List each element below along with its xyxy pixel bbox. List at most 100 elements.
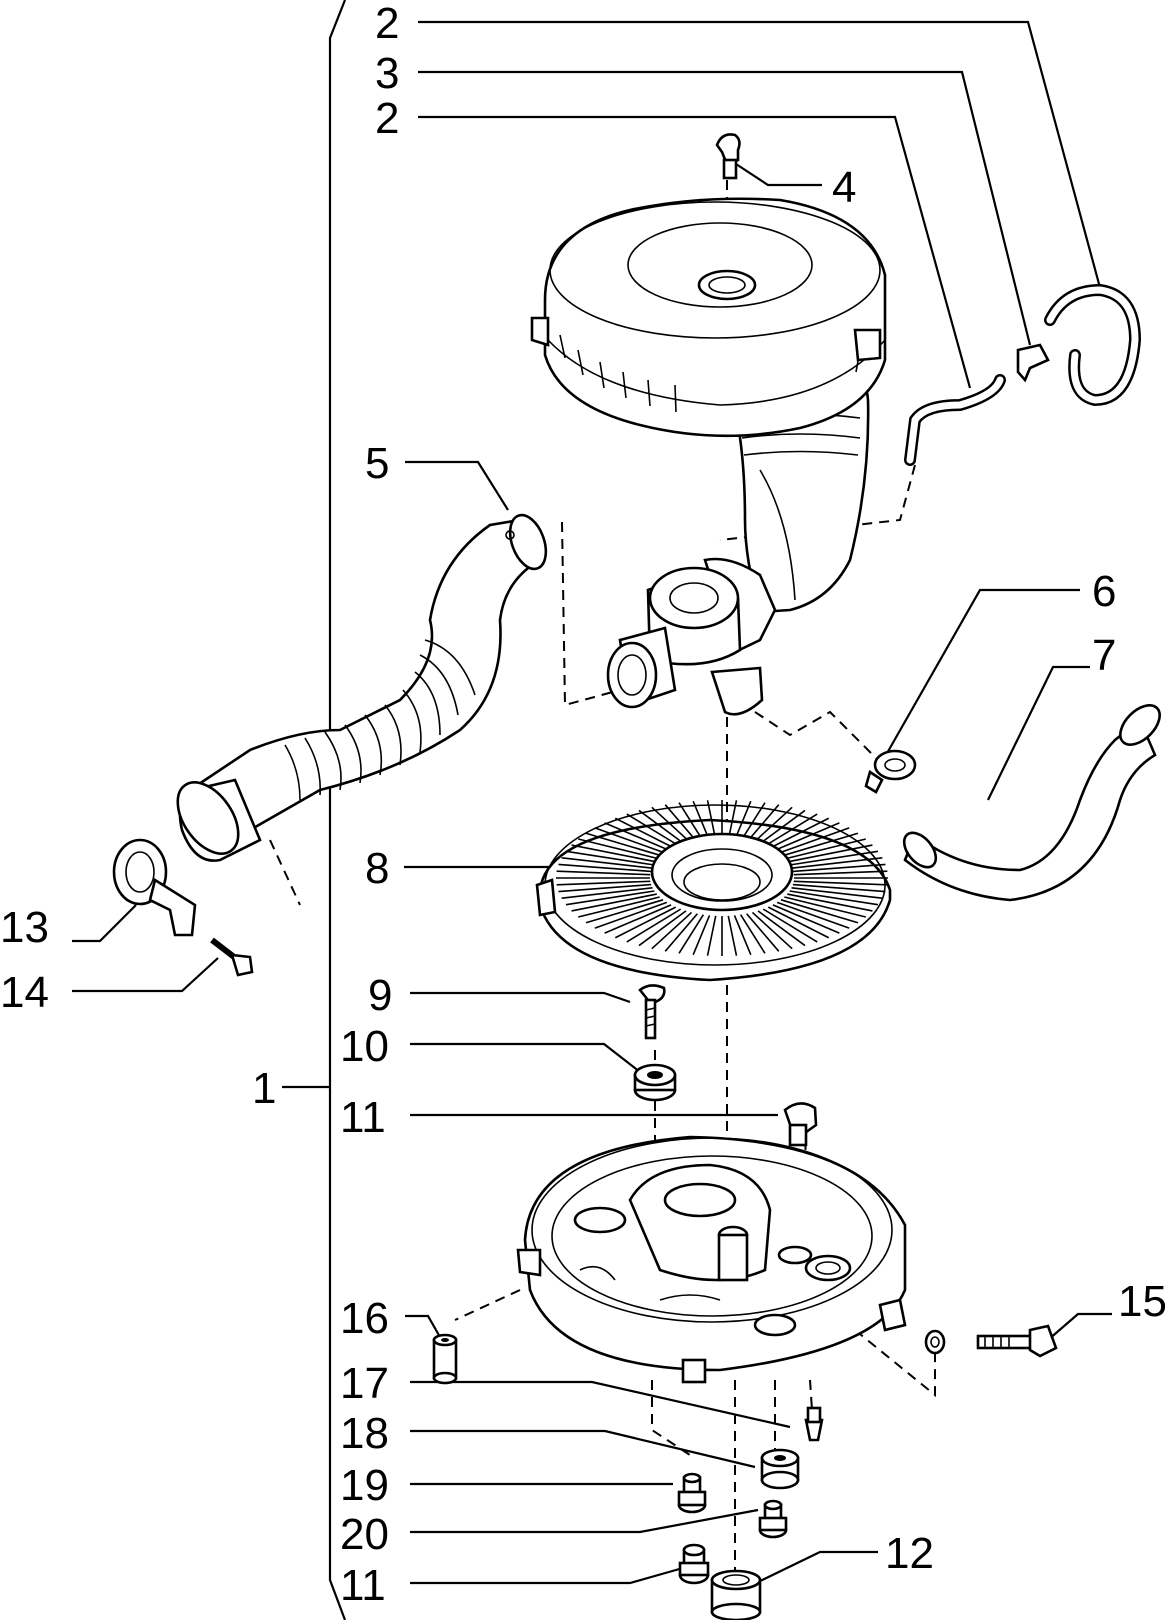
filter-pleat xyxy=(651,911,693,950)
plug-11 xyxy=(783,1102,818,1147)
callout-2: 2 xyxy=(375,0,399,48)
callout-8: 8 xyxy=(365,844,389,893)
pin-17 xyxy=(804,1406,824,1442)
clamp-bolt xyxy=(210,937,254,977)
filter-pleat xyxy=(558,883,652,893)
filter-pleat xyxy=(638,809,687,846)
callout-3: 3 xyxy=(375,49,399,98)
filter-pleat xyxy=(556,880,651,886)
filter-pleat xyxy=(565,850,655,866)
callout-11: 11 xyxy=(340,1561,386,1610)
callout-13: 13 xyxy=(0,903,49,952)
filter-pleat xyxy=(784,896,866,918)
bolt-15 xyxy=(924,1324,1058,1358)
filter-pleat xyxy=(757,910,806,947)
filter-pleat xyxy=(757,809,806,846)
screw-9 xyxy=(638,984,666,1040)
filter-pleat xyxy=(664,913,698,952)
filter-pleat xyxy=(791,857,883,869)
filter-pleat xyxy=(556,870,651,876)
callout-15: 15 xyxy=(1118,1277,1167,1326)
leader-lines xyxy=(72,20,1112,1586)
air-cleaner-cover xyxy=(530,197,887,614)
filter-pleat xyxy=(746,913,780,952)
filter-pleat xyxy=(739,914,766,954)
filter-pleat xyxy=(792,863,886,873)
flexible-hose xyxy=(902,704,1161,902)
filter-pleat xyxy=(792,883,886,893)
filter-pleat xyxy=(561,857,653,869)
filter-pleat xyxy=(787,893,873,912)
air-filter-element xyxy=(535,800,892,982)
filter-pleat xyxy=(793,880,888,886)
callout-4: 4 xyxy=(832,163,856,212)
filter-pleat xyxy=(626,908,682,943)
filter-pleat xyxy=(651,806,693,845)
callout-2: 2 xyxy=(375,94,399,143)
callout-9: 9 xyxy=(368,971,392,1020)
callout-18: 18 xyxy=(340,1409,389,1458)
filter-pleat xyxy=(767,817,830,850)
callout-19: 19 xyxy=(340,1461,389,1510)
filter-pleat xyxy=(780,832,859,857)
filter-pleat xyxy=(776,901,850,929)
hose-clamp xyxy=(112,838,197,937)
callout-16: 16 xyxy=(340,1294,389,1343)
filter-pleat xyxy=(706,915,717,956)
callout-1: 1 xyxy=(252,1064,276,1113)
filter-pleat xyxy=(594,901,668,929)
filter-pleat xyxy=(578,838,660,860)
filter-pleat xyxy=(793,870,888,876)
filter-pleat xyxy=(558,863,652,873)
grommet-10 xyxy=(633,1063,677,1102)
callout-14: 14 xyxy=(0,968,49,1017)
filter-pleat xyxy=(565,890,655,906)
callout-10: 10 xyxy=(340,1022,389,1071)
stud-19 xyxy=(677,1472,707,1514)
assembly-bracket xyxy=(328,0,347,1620)
wing-screw-top xyxy=(715,133,741,180)
filter-pleat xyxy=(784,838,866,860)
filter-pleat xyxy=(571,893,657,912)
callout-12: 12 xyxy=(885,1529,934,1578)
filter-pleat xyxy=(614,817,677,850)
breather-hoses xyxy=(904,283,1142,466)
filter-pleat xyxy=(614,906,677,939)
filter-pleat xyxy=(780,899,859,924)
filter-pleat xyxy=(762,908,818,943)
filter-pleat xyxy=(604,904,672,934)
filter-pleat xyxy=(692,915,711,956)
corrugated-intake-hose xyxy=(176,513,548,862)
plug-11-bottom xyxy=(678,1543,710,1585)
callout-11: 11 xyxy=(340,1093,386,1142)
filter-pleat xyxy=(585,832,664,857)
spacer-16 xyxy=(432,1333,458,1385)
filter-pleat xyxy=(604,822,672,852)
filter-pleat xyxy=(787,844,873,863)
filter-pleat xyxy=(789,890,879,906)
callout-17: 17 xyxy=(340,1359,389,1408)
filter-pleat xyxy=(772,822,840,852)
filter-pleat xyxy=(626,813,682,848)
valve-housing xyxy=(606,557,777,716)
filter-pleat xyxy=(772,904,840,934)
filter-pleat xyxy=(561,887,653,899)
filter-pleat xyxy=(638,910,687,947)
filter-pleat xyxy=(762,813,818,848)
grommet-18 xyxy=(760,1448,800,1490)
filter-pleat xyxy=(664,804,698,843)
callout-6: 6 xyxy=(1092,567,1116,616)
stud-20 xyxy=(758,1499,788,1539)
spring-clip xyxy=(864,749,917,794)
lower-housing xyxy=(516,1135,907,1384)
filter-pleat xyxy=(776,827,850,855)
filter-pleat xyxy=(751,911,793,950)
filter-pleat xyxy=(789,850,879,866)
filter-pleat xyxy=(791,887,883,899)
filter-pleat xyxy=(727,915,738,956)
filter-pleat xyxy=(578,896,660,918)
filter-pleat xyxy=(733,915,752,956)
callout-7: 7 xyxy=(1092,631,1116,680)
filter-pleat xyxy=(594,827,668,855)
cap-12 xyxy=(710,1569,762,1620)
